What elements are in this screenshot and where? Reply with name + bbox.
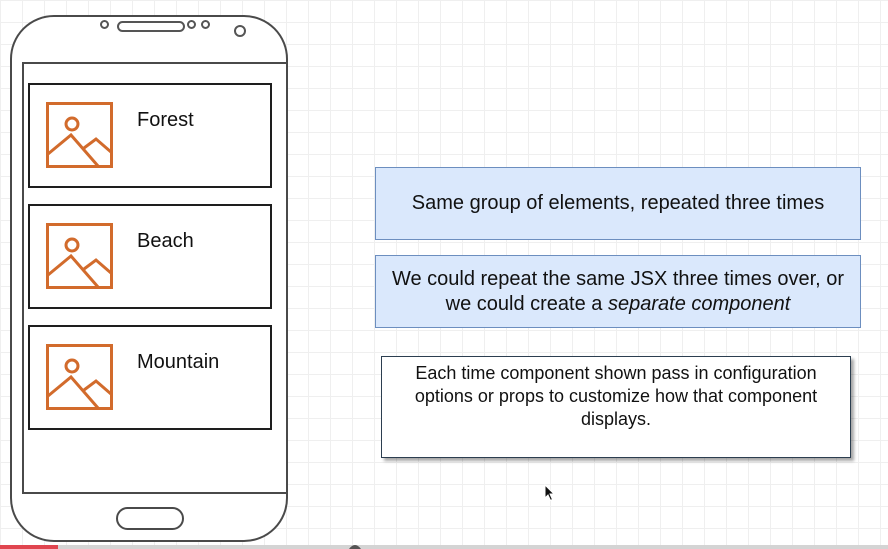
repeated-elements-note: Same group of elements, repeated three t… <box>375 167 861 240</box>
separate-component-note: We could repeat the same JSX three times… <box>375 255 861 328</box>
image-icon <box>46 344 113 410</box>
card-label: Forest <box>137 109 194 131</box>
note-line: we could create a separate component <box>445 292 791 315</box>
video-progress-bar[interactable] <box>0 545 58 549</box>
card-label: Mountain <box>137 351 220 373</box>
phone-front-camera <box>234 25 246 37</box>
note-text: Each time component shown pass in config… <box>414 362 818 429</box>
list-item: Forest <box>28 83 272 188</box>
emphasis-text: separate component <box>607 292 791 315</box>
note-text: We could repeat the same JSX three times… <box>392 267 844 317</box>
phone-camera-dot <box>100 20 109 29</box>
phone-sensor-dot <box>187 20 196 29</box>
props-note: Each time component shown pass in config… <box>381 356 851 458</box>
mouse-cursor-icon <box>544 484 556 502</box>
list-item: Mountain <box>28 325 272 430</box>
note-line: We could repeat the same JSX three times… <box>391 267 845 290</box>
video-timeline[interactable] <box>0 545 888 549</box>
phone-sensor-dot <box>201 20 210 29</box>
phone-speaker <box>117 21 185 32</box>
note-text: Same group of elements, repeated three t… <box>411 192 825 214</box>
card-label: Beach <box>137 230 194 252</box>
scrubber-handle-icon[interactable] <box>349 543 361 549</box>
list-item: Beach <box>28 204 272 309</box>
phone-home-button <box>116 507 184 530</box>
image-icon <box>46 223 113 289</box>
image-icon <box>46 102 113 168</box>
